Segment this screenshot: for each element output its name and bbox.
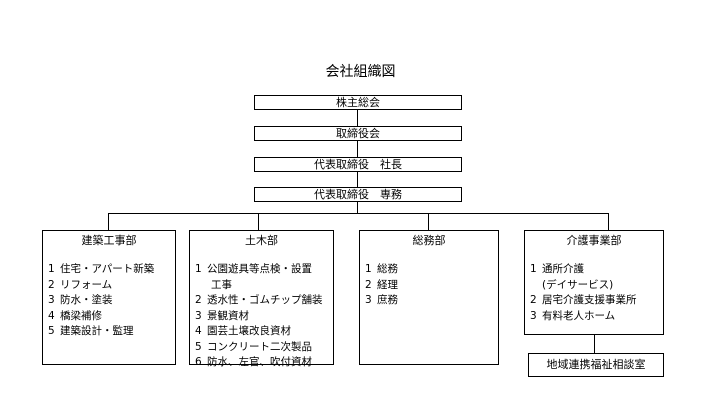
item-text: 公園遊具等点検・設置	[207, 263, 312, 275]
department-nursing-care: 介護事業部 1 通所介護 (デイサービス) 2 居宅介護支援事業所 3 有料老人ホーム	[524, 230, 664, 335]
list-item: 2 居宅介護支援事業所	[530, 293, 663, 309]
item-number: 3	[365, 294, 372, 306]
list-item: 3 防水・塗装	[48, 293, 175, 309]
item-number: 1	[195, 263, 202, 275]
item-text: コンクリート二次製品	[207, 340, 312, 353]
item-number: 3	[195, 309, 202, 322]
senior-director-box: 代表取締役 専務	[254, 187, 462, 202]
item-number: 1	[530, 263, 537, 275]
list-item: 2 リフォーム	[48, 278, 175, 294]
item-number: 2	[530, 294, 537, 306]
item-number: 2	[365, 278, 372, 291]
item-text: 園芸土壌改良資材	[207, 325, 291, 337]
item-text: 庶務	[377, 294, 398, 306]
board-of-directors-box: 取締役会	[254, 126, 462, 141]
list-item: 3 庶務	[365, 293, 498, 309]
list-item: 1 住宅・アパート新築	[48, 262, 175, 278]
list-item-continuation: 工事	[195, 278, 333, 294]
item-number: 5	[48, 325, 55, 337]
item-number: 2	[195, 294, 202, 306]
item-number: 3	[48, 294, 55, 306]
item-number: 4	[195, 325, 202, 337]
item-number: 1	[48, 263, 55, 275]
item-text: (デイサービス)	[542, 278, 614, 291]
department-title: 介護事業部	[566, 234, 622, 247]
department-title: 土木部	[245, 234, 278, 247]
department-item-list: 1 総務 2 経理 3 庶務	[360, 262, 498, 309]
list-item: 3 景観資材	[195, 309, 333, 325]
item-text: 建築設計・監理	[60, 325, 134, 337]
department-item-list: 1 公園遊具等点検・設置 工事 2 透水性・ゴムチップ舗装 3 景観資材 4 園芸土壌改…	[190, 262, 333, 371]
item-number: 4	[48, 309, 55, 322]
item-text: 景観資材	[207, 309, 249, 322]
item-number: 1	[365, 263, 372, 275]
department-item-list: 1 通所介護 (デイサービス) 2 居宅介護支援事業所 3 有料老人ホーム	[525, 262, 663, 324]
item-number: 2	[48, 278, 55, 291]
list-item: 5 コンクリート二次製品	[195, 340, 333, 356]
list-item: 1 公園遊具等点検・設置	[195, 262, 333, 278]
item-number: 6	[195, 356, 202, 368]
department-title: 総務部	[412, 234, 446, 247]
list-item: 4 園芸土壌改良資材	[195, 324, 333, 340]
item-text: 居宅介護支援事業所	[542, 294, 637, 306]
list-item: 6 防水、左官、吹付資材	[195, 355, 333, 371]
department-construction: 建築工事部 1 住宅・アパート新築 2 リフォーム 3 防水・塗装 4 橋梁補修 5 建築…	[42, 230, 176, 365]
item-text: 総務	[377, 263, 398, 275]
item-text: 経理	[377, 278, 398, 291]
item-text: 有料老人ホーム	[542, 309, 616, 322]
list-item: 2 透水性・ゴムチップ舗装	[195, 293, 333, 309]
list-item: 5 建築設計・監理	[48, 324, 175, 340]
item-text: 通所介護	[542, 263, 584, 275]
item-text: 透水性・ゴムチップ舗装	[207, 294, 323, 306]
list-item: 3 有料老人ホーム	[530, 309, 663, 325]
list-item: 2 経理	[365, 278, 498, 294]
president-box: 代表取締役 社長	[254, 157, 462, 172]
item-text: 防水・塗装	[60, 294, 113, 306]
item-text: 住宅・アパート新築	[60, 263, 155, 275]
item-number: 3	[530, 309, 537, 322]
chart-title: 会社組織図	[325, 64, 396, 80]
item-number: 5	[195, 340, 202, 353]
list-item-continuation: (デイサービス)	[530, 278, 663, 294]
department-title: 建築工事部	[81, 234, 137, 247]
shareholders-meeting-box: 株主総会	[254, 95, 462, 110]
list-item: 1 総務	[365, 262, 498, 278]
welfare-consultation-office-box: 地域連携福祉相談室	[528, 353, 664, 377]
department-item-list: 1 住宅・アパート新築 2 リフォーム 3 防水・塗装 4 橋梁補修 5 建築設計・監理	[43, 262, 175, 340]
item-text: リフォーム	[60, 278, 113, 291]
item-text: 防水、左官、吹付資材	[207, 356, 312, 368]
list-item: 4 橋梁補修	[48, 309, 175, 325]
department-general-affairs: 総務部 1 総務 2 経理 3 庶務	[359, 230, 499, 365]
item-text: 工事	[211, 278, 232, 291]
list-item: 1 通所介護	[530, 262, 663, 278]
item-text: 橋梁補修	[60, 309, 102, 322]
